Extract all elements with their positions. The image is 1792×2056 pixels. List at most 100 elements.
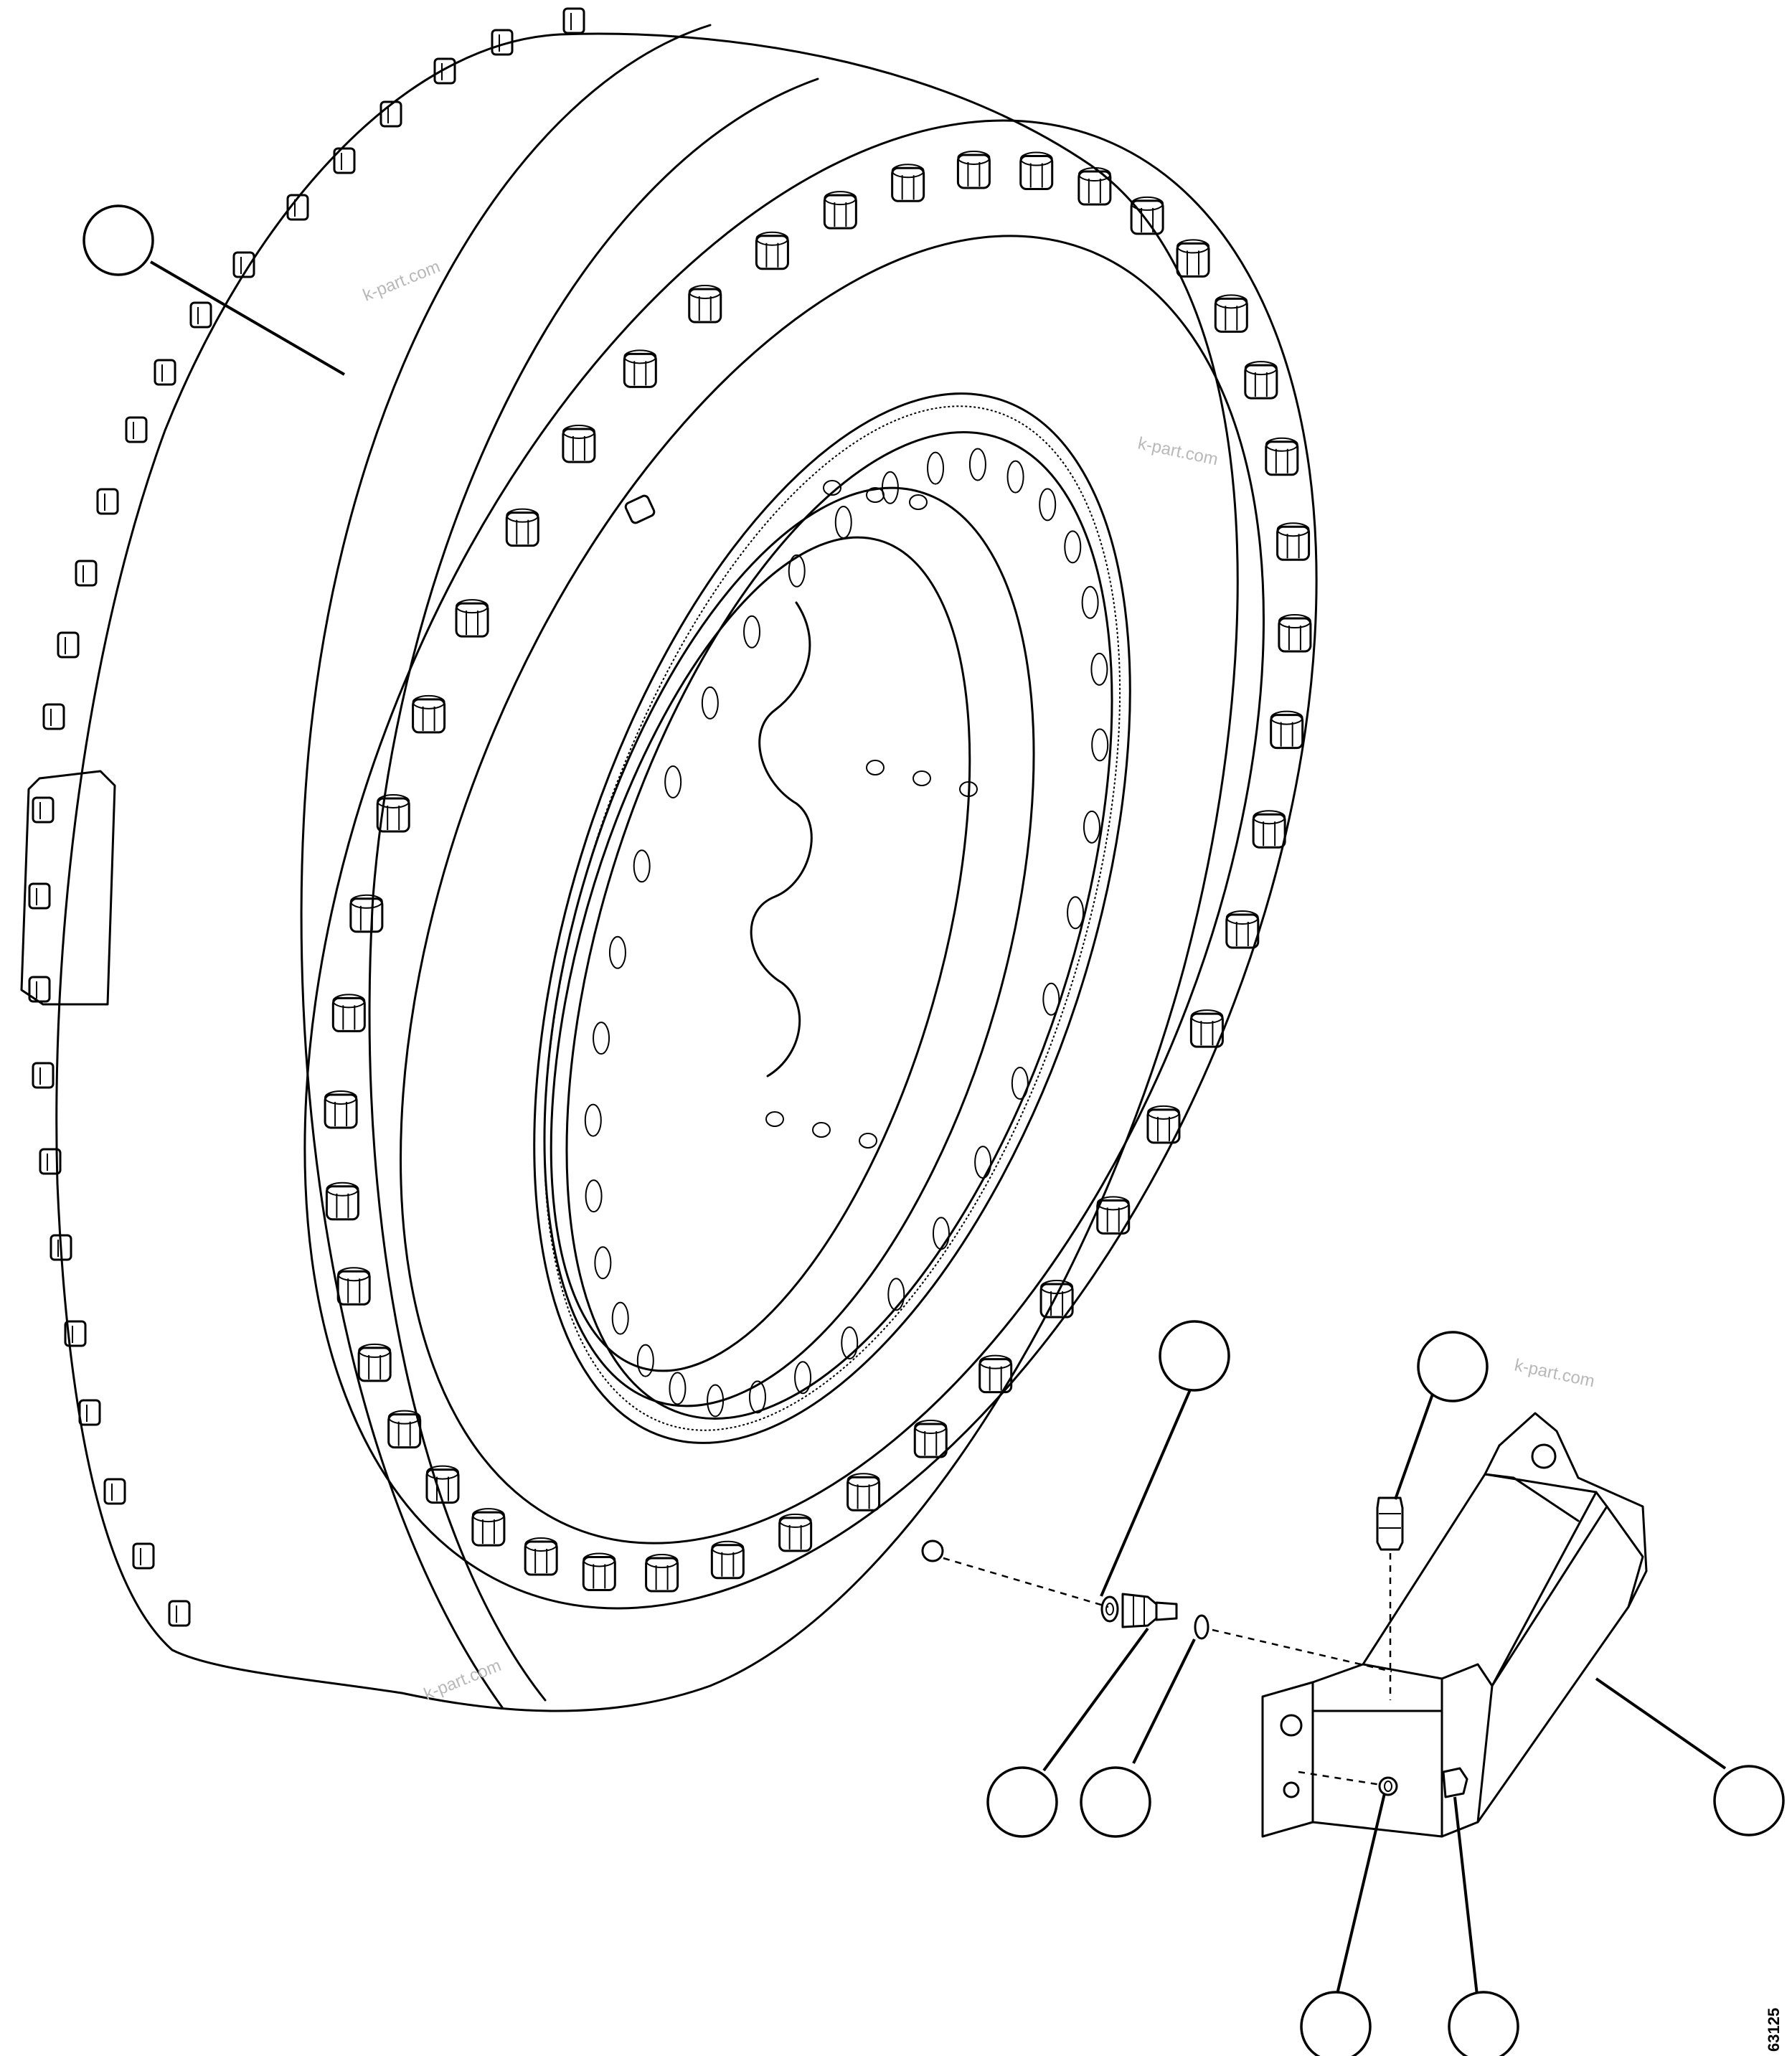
ring-gear-outer (533, 392, 1131, 1444)
bolt-head (1244, 361, 1278, 400)
bore-hole (664, 765, 682, 799)
flange-outer (303, 119, 1318, 1610)
bore-hole (593, 1022, 610, 1055)
bore-hole (633, 849, 651, 883)
bore-hole (1091, 728, 1109, 762)
bolt-head (1189, 1009, 1224, 1048)
edge-bolt (28, 882, 51, 910)
bolt-head (582, 1552, 616, 1591)
flange-inner (400, 235, 1265, 1545)
bolt-head (1096, 1196, 1131, 1235)
bore-hole (748, 1380, 766, 1414)
bore-hole (881, 471, 899, 504)
edge-bolt (562, 7, 585, 34)
bolt-head (1130, 196, 1164, 235)
callout-circle (1080, 1766, 1151, 1838)
edge-bolt (125, 416, 148, 443)
bolt-head (645, 1554, 679, 1593)
bore-hole (611, 1301, 629, 1335)
edge-bolt (189, 301, 212, 329)
bore-hole (794, 1361, 812, 1395)
port-hole (921, 1539, 944, 1562)
housing-inner-face (368, 77, 819, 1702)
bolt-head (623, 349, 657, 388)
watermark: k-part.com (1513, 1355, 1596, 1391)
edge-bolt (103, 1478, 126, 1505)
bolt-head (357, 1343, 392, 1382)
inner-hole (823, 480, 841, 496)
bolt-head (524, 1537, 558, 1576)
leader-fitting (1042, 1627, 1149, 1772)
bore-hole (834, 506, 852, 539)
ring-gear-teeth (543, 405, 1121, 1431)
edge-bolt (232, 251, 255, 278)
bore-hole (927, 451, 945, 485)
bolt-head (505, 508, 539, 547)
watermark: k-part.com (360, 257, 443, 305)
bore-hole (1042, 982, 1060, 1016)
bolt-head (1146, 1105, 1181, 1144)
callout-circle (1159, 1320, 1230, 1392)
bore-hole (584, 1103, 602, 1137)
edge-bolt (168, 1600, 191, 1627)
bolt-head (425, 1465, 460, 1504)
bolt-head (978, 1354, 1013, 1394)
bolt-head (1019, 151, 1054, 191)
bore-hole (968, 448, 986, 481)
edge-bolt (433, 57, 456, 85)
edge-bolt (32, 796, 55, 824)
bore-hole (1011, 1066, 1029, 1100)
assembly-line-4 (1298, 1770, 1382, 1786)
callout-circle (1713, 1765, 1785, 1836)
bore-hole (743, 615, 761, 649)
edge-bolt (42, 703, 65, 730)
washer-part (1100, 1595, 1119, 1623)
assembly-line-2 (1212, 1628, 1392, 1673)
edge-bolt (379, 100, 402, 128)
watermark: k-part.com (1136, 433, 1220, 469)
bolt-head (1265, 437, 1299, 476)
bore-hole (932, 1217, 950, 1250)
guard-bracket-part (1261, 1412, 1648, 1838)
edge-bolt (78, 1399, 101, 1426)
bolt-head (1276, 522, 1311, 561)
bore-hole (1083, 810, 1100, 844)
bore-hole (841, 1326, 859, 1359)
edge-bolt (154, 359, 176, 386)
bolt-head (688, 284, 722, 324)
edge-bolt (28, 976, 51, 1003)
inner-hole (959, 781, 978, 797)
housing-ridge (300, 24, 712, 1709)
bolt-head (412, 694, 446, 734)
bolt-head (471, 1508, 506, 1547)
housing-edge-bolts (28, 7, 585, 1627)
bolt-head (336, 1267, 371, 1306)
bolt-head (331, 994, 366, 1032)
bore-hole (1067, 896, 1085, 930)
bore-hole (974, 1146, 992, 1179)
bore-hole (788, 554, 806, 588)
edge-bolt (49, 1234, 72, 1261)
edge-bolt (333, 147, 356, 174)
inner-hole (912, 770, 931, 786)
bore-hole (701, 686, 719, 720)
bore-hole (585, 1179, 603, 1213)
flange-bolts (324, 150, 1312, 1593)
bolt-head (847, 1473, 881, 1512)
callout-circle (1448, 1991, 1519, 2056)
bolt-head (778, 1513, 813, 1552)
edge-bolt (75, 560, 98, 587)
edge-bolt (39, 1148, 62, 1175)
leader-bracket-bolt (1453, 1796, 1479, 2002)
bolt-head (1039, 1280, 1074, 1319)
side-block (20, 770, 116, 1006)
inner-hole (866, 760, 885, 775)
bore-hole (1039, 488, 1057, 522)
dowel-pin (624, 494, 656, 524)
inner-hole (765, 1111, 784, 1127)
leader-plug (1394, 1387, 1436, 1500)
o-ring-part (1194, 1614, 1209, 1640)
bolt-head (455, 599, 489, 638)
wheel-assembly (20, 7, 1318, 1712)
